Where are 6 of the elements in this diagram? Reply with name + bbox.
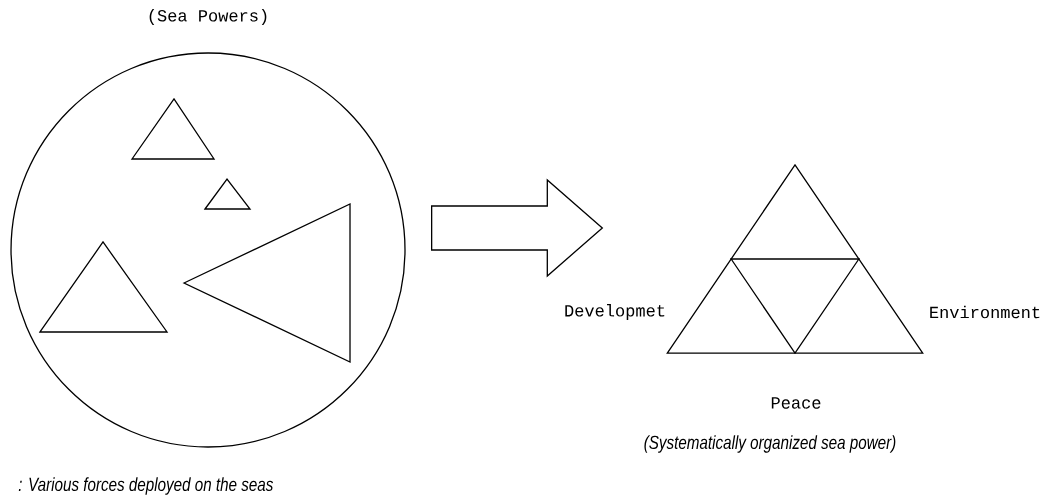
caption: (Systematically organized sea power) [644,435,896,453]
block-arrow [431,178,604,278]
caption: : Various forces deployed on the seas [18,477,274,495]
circle-shape [10,52,406,448]
heading: (Sea Powers) [149,9,267,25]
vertex-label: Peace [771,397,821,409]
